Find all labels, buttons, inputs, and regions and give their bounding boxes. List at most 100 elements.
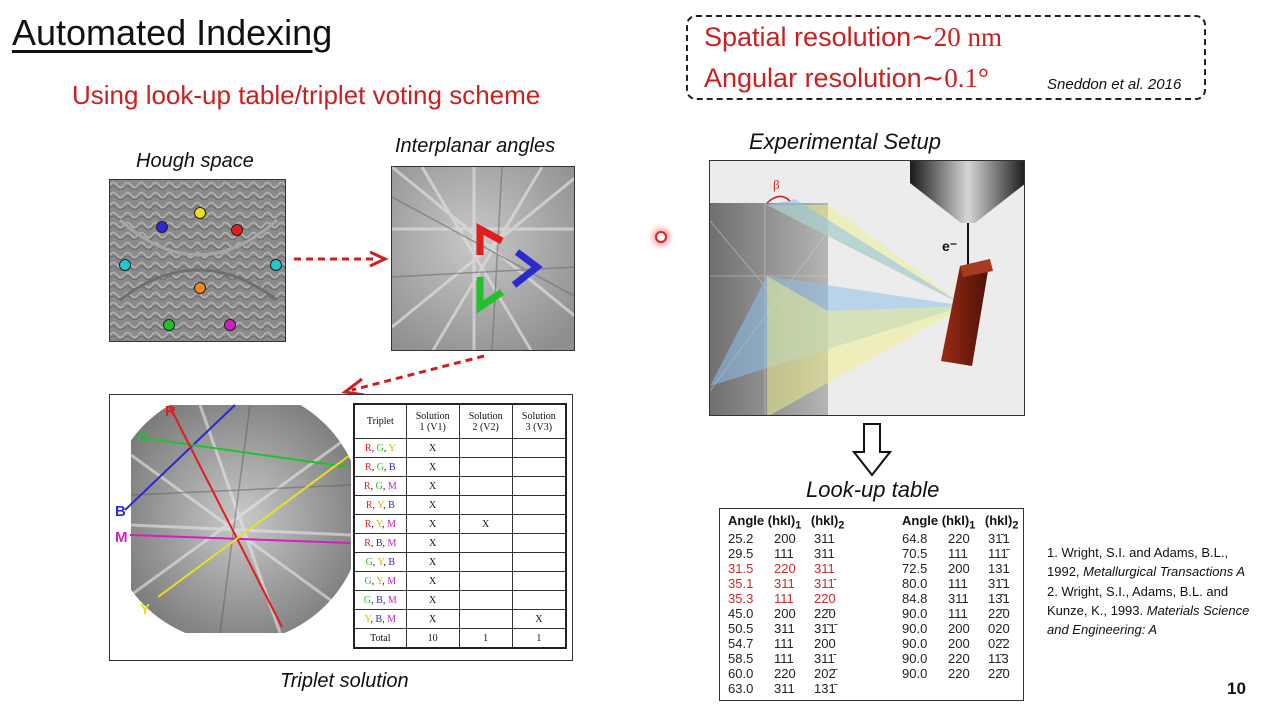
vote-cell: X xyxy=(405,590,460,610)
angular-resolution-value: ∼0.1° xyxy=(921,63,989,93)
vote-cell xyxy=(458,495,513,515)
band-line-magenta xyxy=(129,534,351,544)
vote-cell xyxy=(458,590,513,610)
total-cell: 10 xyxy=(405,628,460,649)
vote-cell xyxy=(511,552,567,572)
angular-resolution-label: Angular resolution xyxy=(704,63,922,93)
triplet-cell: R, G, Y xyxy=(353,438,407,458)
electron-column xyxy=(910,161,1024,223)
total-cell: 1 xyxy=(511,628,567,649)
vote-cell: X xyxy=(405,552,460,572)
vote-cell xyxy=(511,495,567,515)
diffraction-cone-yellow-lower xyxy=(767,276,965,415)
vote-cell xyxy=(511,590,567,610)
vote-cell xyxy=(458,571,513,591)
caption-hough-space: Hough space xyxy=(136,150,254,172)
hough-peak-green xyxy=(163,319,175,331)
vote-cell: X xyxy=(405,457,460,477)
caption-interplanar-angles: Interplanar angles xyxy=(395,135,556,157)
hough-peak-cyan-right xyxy=(270,259,282,271)
down-arrow xyxy=(852,423,892,477)
beta-label: β xyxy=(773,177,780,192)
band-label-G: G xyxy=(137,429,149,446)
vote-cell xyxy=(511,533,567,553)
diffraction-cone-blue-upper xyxy=(767,199,965,306)
triplet-table-header-cell: Triplet xyxy=(353,403,407,439)
vote-cell: X xyxy=(405,495,460,515)
triplet-cell: R, G, M xyxy=(353,476,407,496)
vote-cell: X xyxy=(405,571,460,591)
interplanar-angles-image xyxy=(391,166,575,351)
arrow-angles-to-triplet xyxy=(341,354,485,397)
vote-cell: X xyxy=(405,514,460,534)
vote-cell xyxy=(511,514,567,534)
spatial-resolution: Spatial resolution∼20 nm xyxy=(704,22,1002,53)
caption-experimental-setup: Experimental Setup xyxy=(749,129,941,154)
reference-item: 1. Wright, S.I. and Adams, B.L., 1992, M… xyxy=(1047,545,1245,580)
triplet-cell: G, Y, M xyxy=(353,571,407,591)
experimental-setup-image: β e⁻ xyxy=(709,160,1025,416)
band-line-red xyxy=(169,406,283,628)
vote-cell: X xyxy=(458,514,513,534)
vote-cell xyxy=(511,571,567,591)
arrow-hough-to-angles xyxy=(294,250,389,268)
band-line-blue xyxy=(124,404,236,511)
vote-cell xyxy=(458,552,513,572)
spatial-resolution-label: Spatial resolution xyxy=(704,22,912,52)
vote-cell xyxy=(458,457,513,477)
electron-label: e⁻ xyxy=(942,238,957,254)
vote-cell: X xyxy=(405,609,460,629)
band-label-Y: Y xyxy=(140,601,150,618)
hough-peak-magenta xyxy=(224,319,236,331)
band-label-M: M xyxy=(115,529,128,546)
band-line-yellow xyxy=(157,454,351,598)
vote-cell: X xyxy=(405,438,460,458)
angle-marker-blue xyxy=(511,249,543,288)
hough-peak-cyan-left xyxy=(119,259,131,271)
slide-subtitle: Using look-up table/triplet voting schem… xyxy=(72,80,541,110)
band-line-green xyxy=(149,438,349,468)
vote-cell xyxy=(458,609,513,629)
reference-item: 2. Wright, S.I., Adams, B.L. and Kunze, … xyxy=(1047,583,1250,638)
angle-marker-green xyxy=(476,277,504,314)
vote-cell xyxy=(458,533,513,553)
hough-peak-yellow xyxy=(194,207,206,219)
triplet-cell: G, B, M xyxy=(353,590,407,610)
triplet-cell: R, B, M xyxy=(353,533,407,553)
total-cell: Total xyxy=(353,628,407,649)
caption-lookup-table: Look-up table xyxy=(806,477,940,502)
vote-cell xyxy=(458,438,513,458)
citation: Sneddon et al. 2016 xyxy=(1047,76,1182,93)
angular-resolution: Angular resolution∼0.1° xyxy=(704,63,989,94)
triplet-cell: R, G, B xyxy=(353,457,407,477)
triplet-cell: Y, B, M xyxy=(353,609,407,629)
band-label-B: B xyxy=(115,503,126,520)
sample xyxy=(941,259,990,366)
references: 1. Wright, S.I. and Adams, B.L., 1992, M… xyxy=(1047,543,1262,639)
vote-cell xyxy=(511,457,567,477)
lookup-header-right: Angle (hkl)1 (hkl)2 xyxy=(902,513,1019,532)
caption-triplet-solution: Triplet solution xyxy=(280,670,409,692)
triplet-cell: R, Y, B xyxy=(353,495,407,515)
vote-cell xyxy=(511,476,567,496)
